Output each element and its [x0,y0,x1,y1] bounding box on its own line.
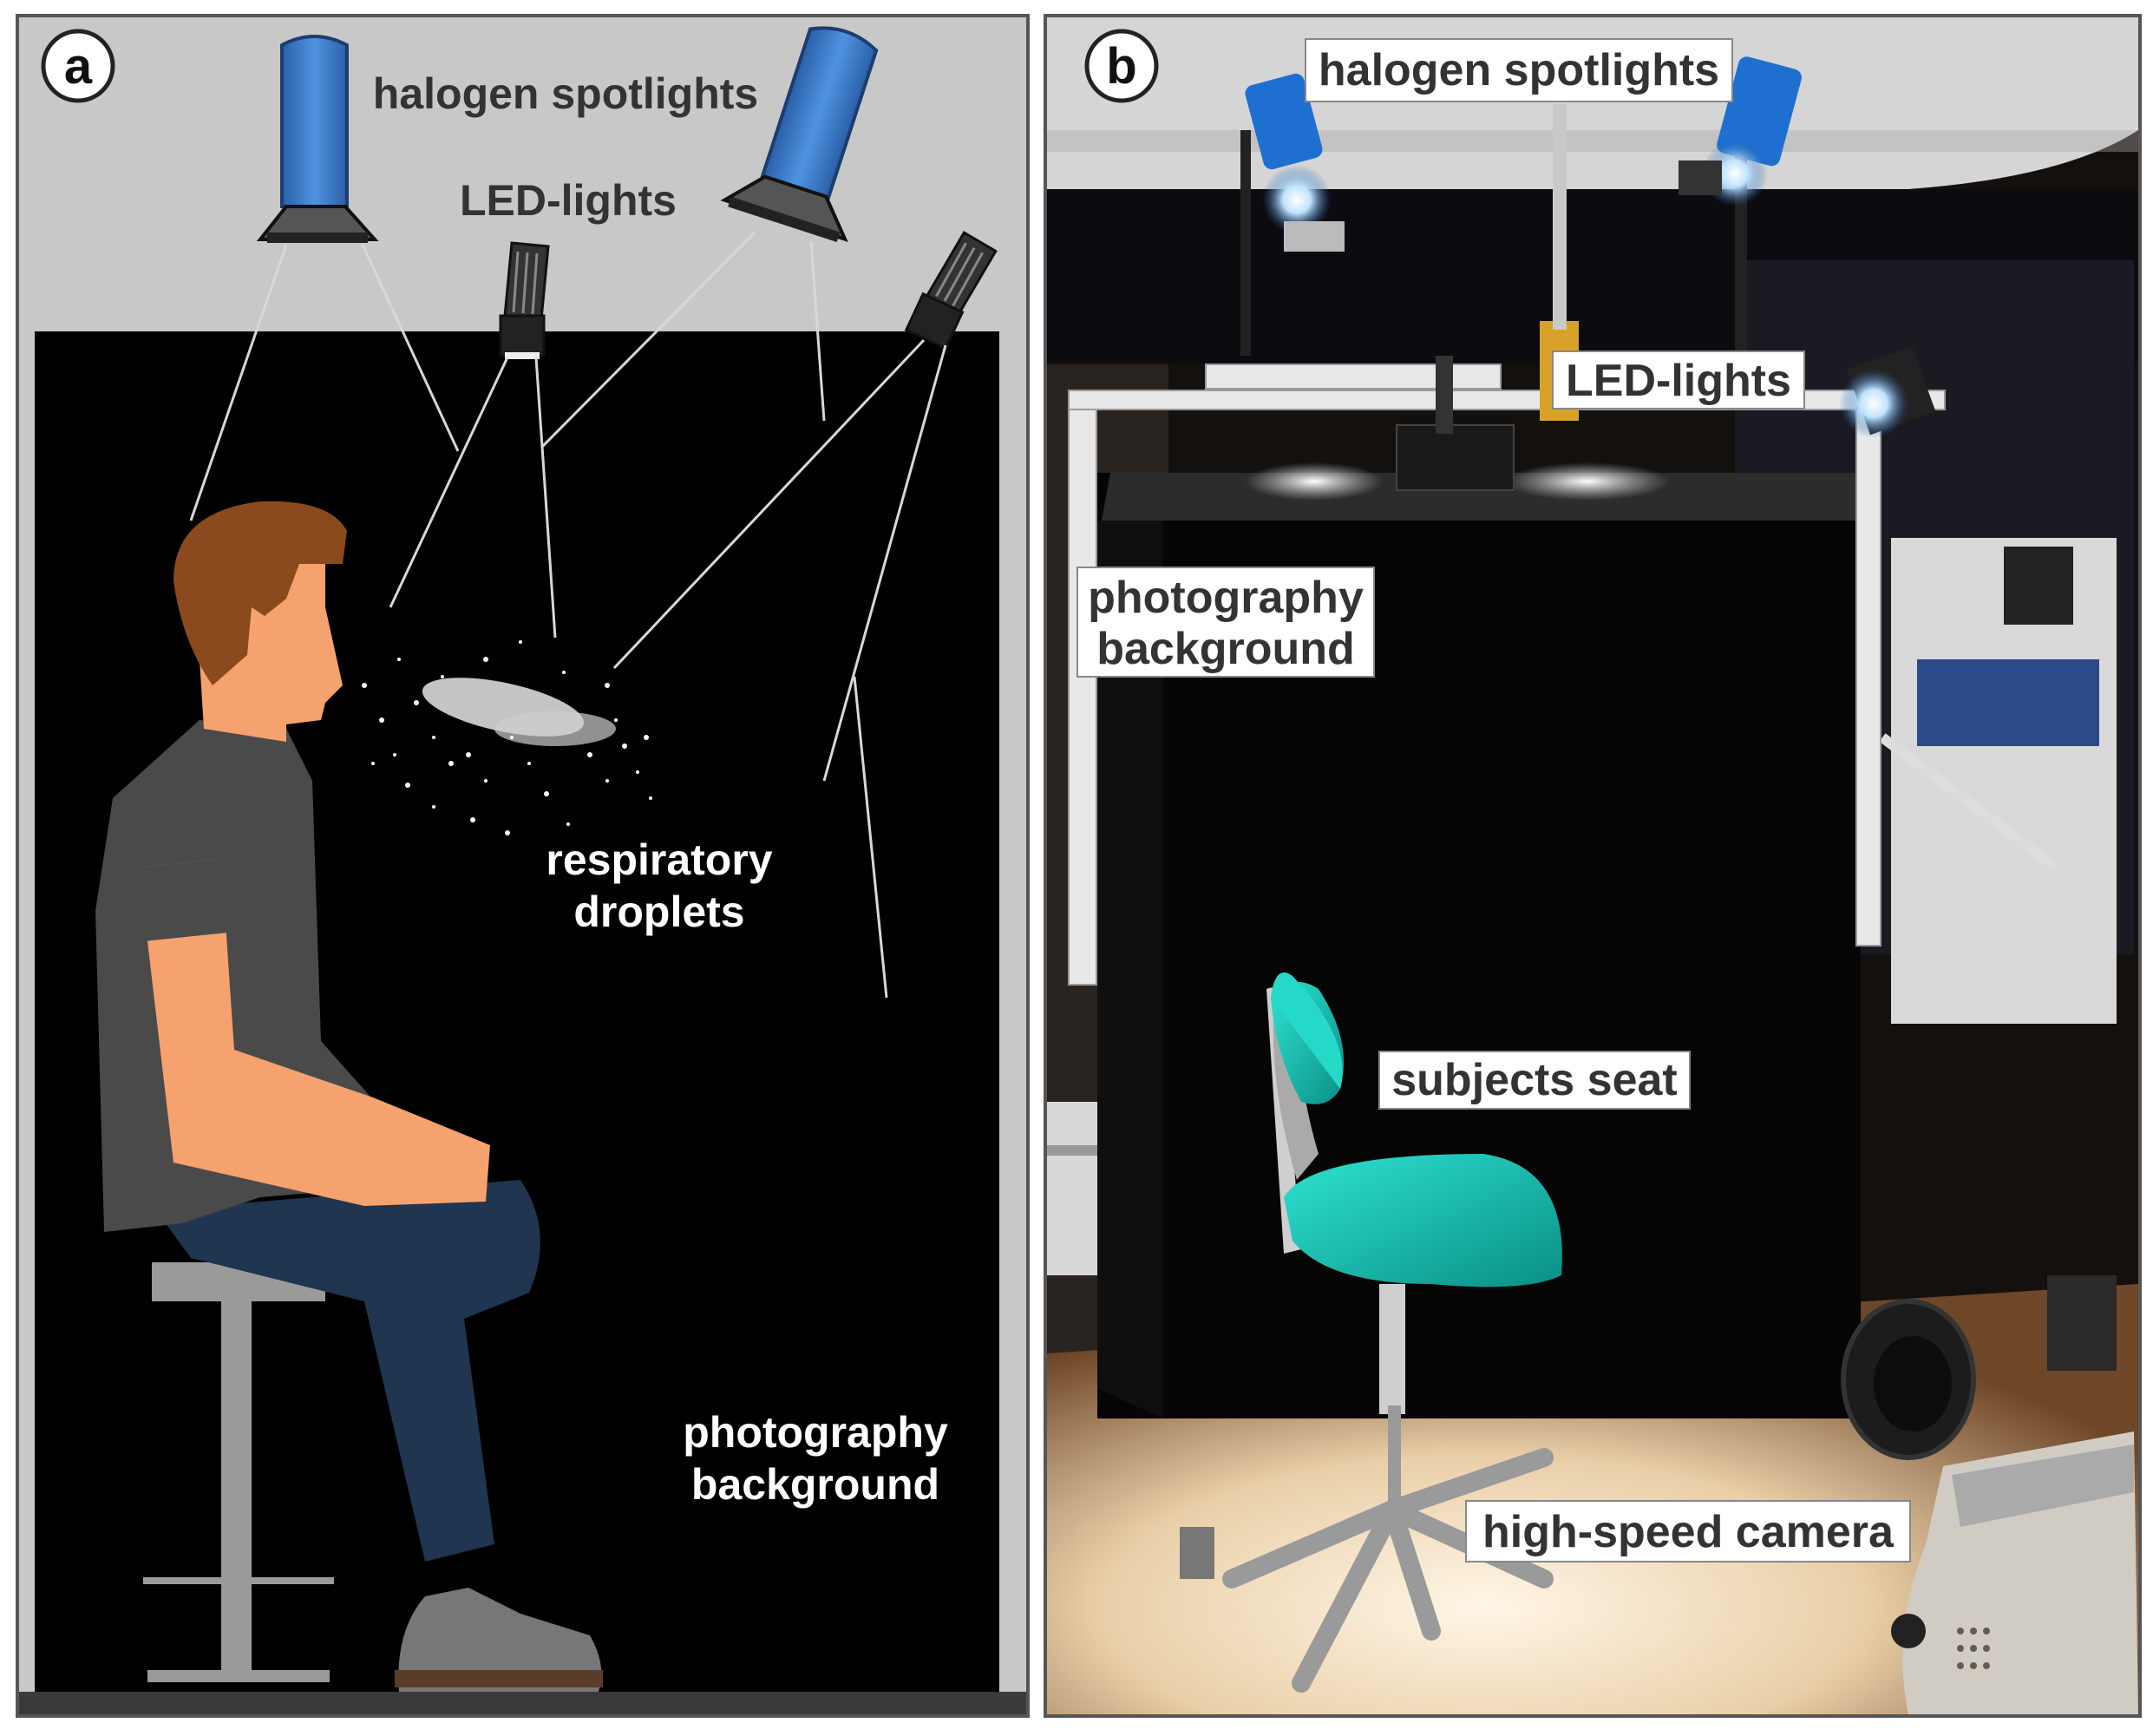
led-lights-label: LED-lights [460,176,677,225]
panel-b-badge-letter: b [1106,38,1136,95]
halogen-spotlights-tag-text: halogen spotlights [1319,45,1719,95]
halogen-spotlights-label: halogen spotlights [373,69,758,118]
panel-a-floor [19,1692,1026,1714]
photography-background-tag-line1: photography [1088,573,1364,623]
halogen-spotlight-icon [720,26,879,243]
halogen-spotlight-photo-right [1679,56,1802,408]
halogen-spotlight-photo-left [1240,73,1345,356]
panel-b-badge [1084,29,1159,103]
led-lights-tag: LED-lights [1552,350,1805,409]
respiratory-droplets-label-line2: droplets [573,888,744,936]
seated-person [95,501,603,1692]
high-speed-camera-tag-text: high-speed camera [1482,1507,1895,1557]
photography-background-tag-line2: background [1096,624,1355,674]
led-light-icon [904,231,998,350]
panel-a-badge-letter: a [64,38,93,95]
panel-a-badge [41,29,115,103]
photography-background-tag: photography background [1076,567,1375,678]
photography-background-label-line2: background [691,1460,939,1509]
led-lights-tag-text: LED-lights [1566,356,1791,406]
respiratory-droplets [362,640,652,835]
halogen-spotlights-tag: halogen spotlights [1305,38,1733,102]
photography-background-label-line1: photography [683,1408,948,1457]
high-speed-camera-tag: high-speed camera [1465,1500,1911,1562]
light-beams [189,231,947,999]
high-speed-camera [1841,1275,2138,1714]
led-light-icon [499,241,550,359]
halogen-spotlight-icon [256,35,379,243]
panel-a: a [16,14,1030,1718]
led-light-photo-right [1839,345,1936,438]
subjects-seat-tag-text: subjects seat [1391,1055,1678,1105]
subjects-seat-tag: subjects seat [1378,1051,1691,1110]
panel-b: b halogen spotlights LED-lights photogra… [1044,14,2142,1718]
respiratory-droplets-label-line1: respiratory [546,835,772,884]
